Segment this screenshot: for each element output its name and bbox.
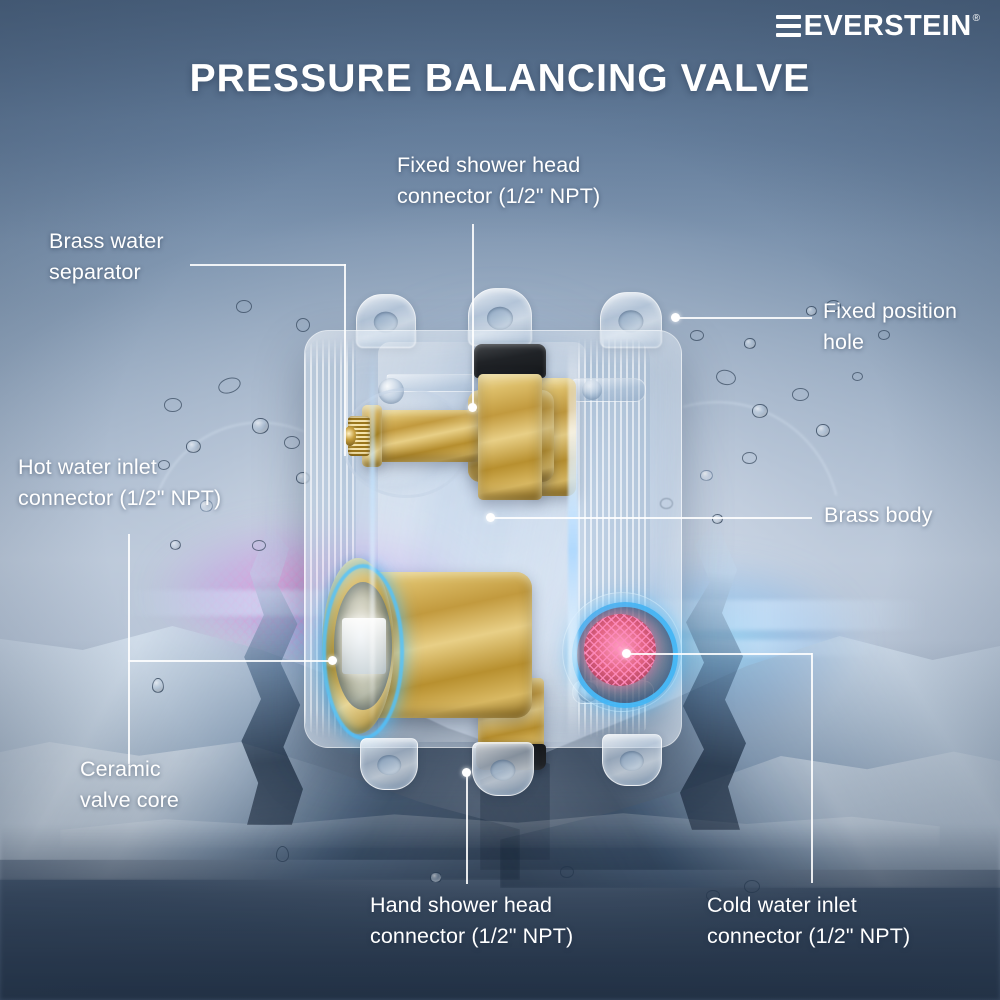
water-droplet	[170, 540, 181, 550]
callout-label-ceramic-valve-core: Ceramic valve core	[80, 757, 179, 812]
mounting-bracket-bottom-left	[360, 738, 418, 790]
leader-line-cold-water-inlet-h	[628, 653, 812, 655]
leader-dot-hand-shower-head	[462, 768, 471, 777]
callout-label-hand-shower-head-connector: Hand shower head connector (1/2" NPT)	[370, 893, 574, 948]
leader-line-ceramic-valve-core	[128, 660, 130, 764]
water-droplet	[878, 330, 890, 340]
black-cap-top	[474, 344, 546, 378]
water-droplet	[186, 440, 201, 453]
mounting-bracket-bottom-center	[472, 742, 534, 796]
water-droplet	[744, 880, 760, 893]
leader-dot-cold-water-inlet	[622, 649, 631, 658]
water-droplet	[806, 306, 817, 316]
page-title: PRESSURE BALANCING VALVE	[189, 57, 811, 100]
brass-riser-upper	[478, 374, 542, 500]
water-droplet	[742, 452, 757, 464]
water-droplet	[792, 388, 809, 401]
water-droplet	[712, 514, 723, 524]
leader-dot-fixed-shower-head	[468, 403, 477, 412]
water-droplet	[296, 318, 310, 332]
leader-line-hot-water-inlet-v	[128, 534, 130, 662]
callout-label-hot-water-inlet-connector: Hot water inlet connector (1/2" NPT)	[18, 455, 222, 510]
water-droplet	[252, 418, 269, 434]
brand-logo: EVERSTEIN ®	[775, 10, 980, 42]
leader-dot-hot-water-inlet	[328, 656, 337, 665]
internal-tube-right	[568, 378, 646, 402]
leader-line-hot-water-inlet-h	[128, 660, 334, 662]
cold-inlet-mesh-screen	[584, 614, 656, 686]
water-droplet	[816, 424, 830, 437]
water-droplet	[560, 866, 574, 878]
leader-line-fixed-shower-head	[472, 224, 474, 406]
water-droplet	[158, 460, 170, 470]
water-droplet	[152, 678, 164, 693]
leader-dot-fixed-position-hole	[671, 313, 680, 322]
water-droplet	[200, 500, 213, 512]
water-droplet	[690, 330, 704, 341]
water-droplet	[852, 372, 863, 381]
callout-label-fixed-position-hole: Fixed position hole	[823, 299, 958, 354]
water-droplet	[236, 300, 252, 313]
splined-stem-cap	[344, 426, 356, 446]
leader-line-brass-water-separator-h	[190, 264, 346, 266]
water-droplet	[752, 404, 768, 418]
water-droplet	[826, 300, 841, 312]
water-droplet	[706, 890, 720, 901]
water-droplet	[164, 398, 182, 412]
callout-label-brass-body: Brass body	[824, 503, 933, 527]
everstein-e-bars-icon	[775, 13, 801, 39]
water-droplet	[276, 846, 289, 862]
ceramic-core-glow-ring	[322, 564, 404, 740]
callout-label-brass-water-separator: Brass water separator	[49, 229, 164, 284]
leader-line-brass-water-separator-v	[344, 264, 346, 456]
housing-edge-highlight-left	[370, 348, 375, 738]
leader-line-brass-body	[492, 517, 812, 519]
brass-stem-shaft	[374, 410, 482, 462]
leader-dot-brass-body	[486, 513, 495, 522]
brand-wordmark: EVERSTEIN	[803, 10, 972, 42]
callout-label-fixed-shower-head-connector: Fixed shower head connector (1/2" NPT)	[397, 153, 601, 208]
valve-product-render	[282, 282, 702, 796]
housing-edge-highlight-right	[568, 342, 578, 742]
water-droplet	[700, 470, 713, 481]
leader-line-hand-shower-head	[466, 772, 468, 884]
water-droplet	[784, 902, 797, 913]
water-droplet	[284, 436, 300, 449]
leader-line-fixed-position-hole	[676, 317, 812, 319]
water-droplet	[252, 540, 266, 551]
leader-line-cold-water-inlet-v	[811, 653, 813, 883]
water-droplet	[744, 338, 756, 349]
water-pool-shadow	[0, 825, 1000, 1000]
splined-stem-teeth	[348, 416, 370, 456]
registered-trademark-symbol: ®	[972, 13, 980, 24]
callout-label-cold-water-inlet-connector: Cold water inlet connector (1/2" NPT)	[707, 893, 911, 948]
water-droplet	[430, 872, 442, 883]
mounting-bracket-bottom-right	[602, 734, 662, 786]
